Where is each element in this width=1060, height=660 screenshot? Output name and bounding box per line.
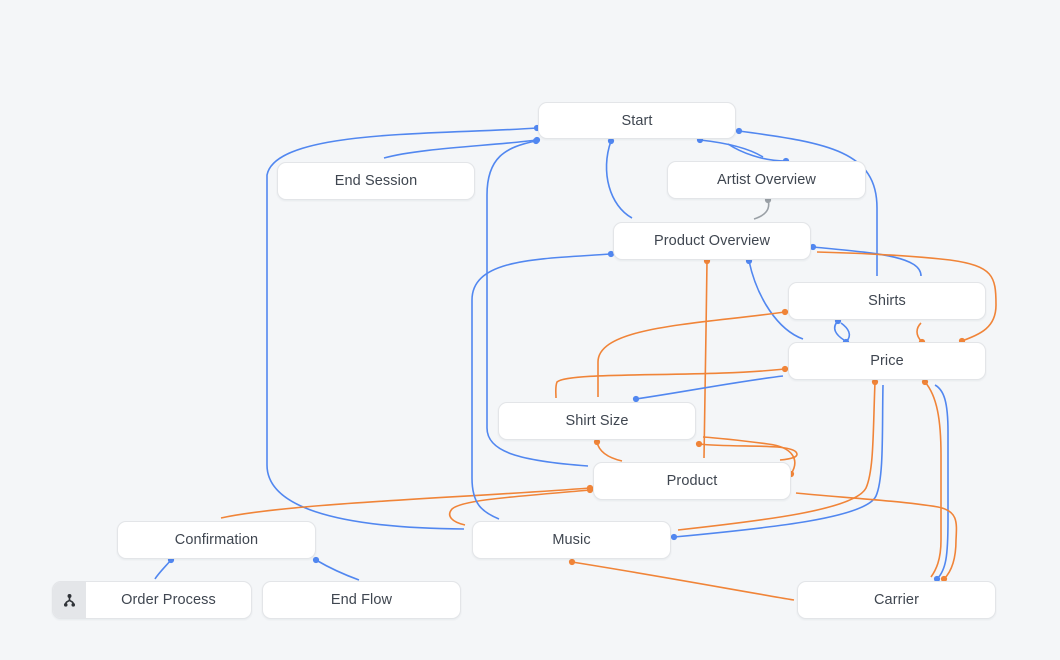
node-label: Artist Overview: [717, 172, 816, 188]
edge-source-handle[interactable]: [735, 127, 743, 135]
edge-start-to-product-left[interactable]: [486, 140, 589, 467]
edge-source-handle[interactable]: [670, 533, 678, 541]
edge-source-handle[interactable]: [632, 395, 640, 403]
edge-start-to-shirts[interactable]: [738, 130, 878, 276]
edge-product-to-confirmation[interactable]: [220, 487, 591, 519]
node-label: Product: [666, 473, 718, 489]
edge-confirmation-to-end-flow[interactable]: [315, 559, 360, 581]
edge-source-handle[interactable]: [809, 243, 817, 251]
node-label: Music: [552, 532, 591, 548]
node-label: End Session: [334, 173, 418, 189]
edge-start-to-product-overview[interactable]: [605, 140, 633, 219]
edge-carrier-to-product[interactable]: [795, 492, 958, 580]
edge-source-handle[interactable]: [568, 558, 576, 566]
node-end-session[interactable]: End Session: [277, 162, 475, 200]
edge-carrier-to-price[interactable]: [934, 384, 949, 580]
edge-source-handle[interactable]: [312, 556, 320, 564]
edge-product-overview-to-product[interactable]: [703, 260, 708, 459]
edge-source-handle[interactable]: [781, 308, 789, 316]
edge-source-handle[interactable]: [871, 378, 879, 386]
node-label: Confirmation: [174, 532, 259, 548]
edge-price-to-music[interactable]: [677, 381, 876, 531]
edge-shirt-size-to-product-top[interactable]: [698, 443, 798, 461]
node-label: Shirts: [868, 293, 906, 309]
node-label: Shirt Size: [565, 413, 629, 429]
edge-price-to-shirt-size[interactable]: [554, 368, 786, 399]
node-shirts[interactable]: Shirts: [788, 282, 986, 320]
node-start[interactable]: Start: [538, 102, 736, 139]
node-price[interactable]: Price: [788, 342, 986, 380]
node-product-overview[interactable]: Product Overview: [613, 222, 811, 260]
edge-source-handle[interactable]: [940, 575, 948, 583]
edge-source-handle[interactable]: [933, 575, 941, 583]
edge-source-handle[interactable]: [593, 438, 601, 446]
node-artist-overview[interactable]: Artist Overview: [667, 161, 866, 199]
node-label: Product Overview: [653, 233, 771, 249]
edge-shirts-to-shirt-size[interactable]: [597, 311, 786, 397]
edge-price-to-carrier[interactable]: [924, 381, 942, 578]
edge-start-to-music-left[interactable]: [266, 127, 538, 530]
node-shirt-size[interactable]: Shirt Size: [498, 402, 696, 440]
edge-product-to-music[interactable]: [448, 489, 591, 526]
edge-shirt-size-to-product[interactable]: [596, 441, 623, 462]
edge-confirmation-to-order-process[interactable]: [154, 559, 172, 580]
edge-source-handle[interactable]: [532, 137, 540, 145]
edge-music-to-carrier[interactable]: [571, 561, 795, 601]
node-label: End Flow: [330, 592, 393, 608]
edge-product-overview-to-price[interactable]: [748, 260, 804, 340]
edge-product-to-shirt-size[interactable]: [702, 436, 796, 475]
edge-source-handle[interactable]: [781, 365, 789, 373]
node-music[interactable]: Music: [472, 521, 671, 559]
workflow-icon: [63, 593, 76, 607]
edge-artist-overview-to-start[interactable]: [727, 143, 787, 162]
node-label: Start: [621, 112, 653, 129]
edge-start-to-artist-overview[interactable]: [699, 139, 764, 158]
node-end-flow[interactable]: End Flow: [262, 581, 461, 619]
edge-price-to-product-overview[interactable]: [816, 251, 997, 342]
node-confirmation[interactable]: Confirmation: [117, 521, 316, 559]
node-label: Price: [870, 353, 904, 369]
node-label: Carrier: [873, 592, 919, 608]
edge-source-handle[interactable]: [586, 486, 594, 494]
edge-product-overview-to-shirts[interactable]: [812, 246, 922, 277]
edge-source-handle[interactable]: [921, 378, 929, 386]
edge-start-to-end-session[interactable]: [383, 139, 538, 159]
edge-artist-overview-to-product-overview[interactable]: [753, 199, 770, 220]
edge-source-handle[interactable]: [695, 440, 703, 448]
node-label: Order Process: [121, 592, 216, 608]
node-order-process[interactable]: Order Process: [52, 581, 252, 619]
node-icon-panel: [53, 582, 86, 618]
edge-product-overview-to-music[interactable]: [471, 253, 612, 520]
node-product[interactable]: Product: [593, 462, 791, 500]
edge-source-handle[interactable]: [607, 250, 615, 258]
node-carrier[interactable]: Carrier: [797, 581, 996, 619]
edge-shirt-size-to-price[interactable]: [635, 375, 784, 400]
edge-source-handle[interactable]: [607, 137, 615, 145]
